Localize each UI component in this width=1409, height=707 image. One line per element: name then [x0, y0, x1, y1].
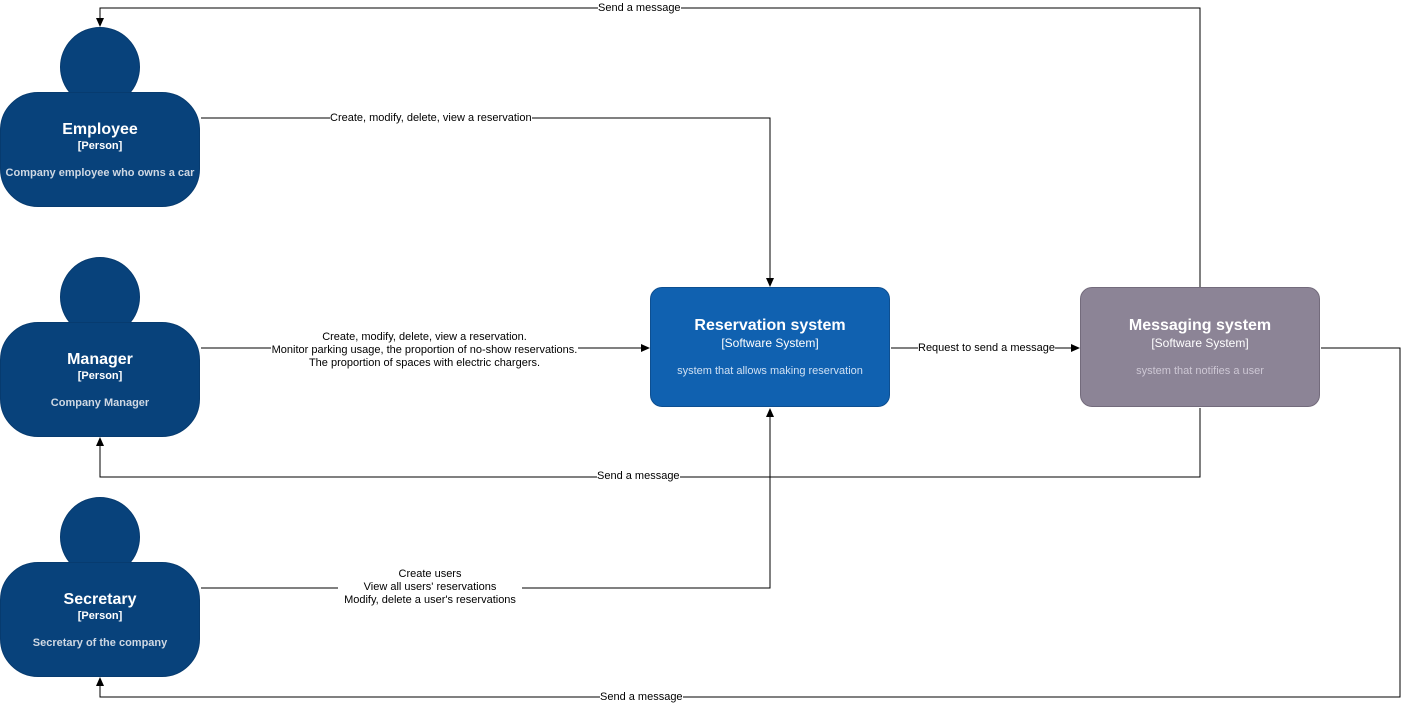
edge-label-manager-to-reservation: Create, modify, delete, view a reservati… [271, 331, 578, 370]
person-employee-title: Employee [62, 121, 138, 138]
edge-secretary-to-reservation[interactable] [201, 408, 774, 589]
edge-label-secretary-line-2: View all users' reservations [363, 581, 497, 593]
edge-label-manager-line-2: Monitor parking usage, the proportion of… [271, 344, 578, 356]
edge-label-secretary-line-1: Create users [398, 568, 462, 580]
edge-label-secretary-line-3: Modify, delete a user's reservations [344, 594, 516, 606]
person-secretary-type: [Person] [77, 610, 123, 622]
edge-label-manager-line-3: The proportion of spaces with electric c… [308, 357, 541, 369]
person-secretary-body: Secretary [Person] Secretary of the comp… [0, 562, 200, 677]
system-messaging-type: [Software System] [1151, 336, 1249, 350]
edge-messaging-to-manager[interactable] [96, 408, 1201, 478]
edge-label-employee-to-reservation: Create, modify, delete, view a reservati… [330, 112, 532, 125]
system-messaging[interactable]: Messaging system [Software System] syste… [1080, 287, 1320, 407]
edge-messaging-to-secretary[interactable] [96, 347, 1401, 698]
system-messaging-description: system that notifies a user [1136, 365, 1264, 377]
person-employee-body: Employee [Person] Company employee who o… [0, 92, 200, 207]
edge-messaging-to-employee[interactable] [96, 7, 1201, 287]
edge-employee-to-reservation[interactable] [201, 117, 774, 287]
person-employee-description: Company employee who owns a car [5, 167, 195, 179]
system-reservation-description: system that allows making reservation [677, 365, 863, 377]
person-manager-type: [Person] [77, 370, 123, 382]
edge-label-reservation-to-messaging: Request to send a message [918, 342, 1055, 355]
person-manager-body: Manager [Person] Company Manager [0, 322, 200, 437]
edge-label-messaging-to-manager: Send a message [597, 470, 680, 483]
edge-label-manager-line-1: Create, modify, delete, view a reservati… [322, 331, 527, 343]
person-secretary-title: Secretary [63, 591, 137, 608]
edge-label-messaging-to-secretary: Send a message [600, 691, 683, 704]
person-manager-title: Manager [67, 351, 133, 368]
person-employee-type: [Person] [77, 140, 123, 152]
system-reservation-type: [Software System] [721, 336, 819, 350]
system-reservation[interactable]: Reservation system [Software System] sys… [650, 287, 890, 407]
edge-label-messaging-to-employee: Send a message [598, 2, 681, 15]
person-manager-description: Company Manager [50, 397, 150, 409]
person-secretary-description: Secretary of the company [32, 637, 168, 649]
system-reservation-title: Reservation system [694, 317, 846, 334]
edge-label-secretary-to-reservation: Create users View all users' reservation… [338, 568, 522, 607]
system-messaging-title: Messaging system [1128, 317, 1272, 334]
